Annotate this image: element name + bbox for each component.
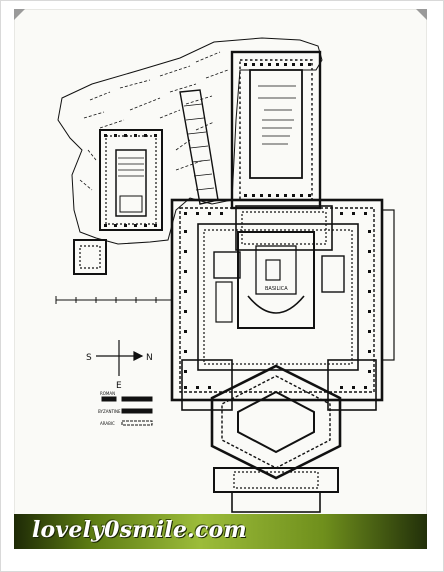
legend-byzantine-label: BYZANTINE: [98, 409, 121, 414]
basilica-label: BASILICA: [265, 286, 288, 292]
rock-outline: [57, 37, 323, 245]
legend-arabic-label: ARABIC: [100, 421, 115, 426]
hexagon-outer: [210, 364, 342, 480]
corner-mark-top-left: [14, 9, 25, 20]
column-row-main: [184, 212, 371, 389]
corner-mark-top-right: [416, 9, 427, 20]
legend: [101, 396, 153, 426]
column-row-left-enclosure: [104, 134, 157, 227]
compass-east: E: [116, 381, 122, 391]
column-row-hall-top: [244, 63, 311, 197]
legend-roman-label: ROMAN: [100, 391, 115, 396]
scale-bar: [55, 296, 173, 304]
watermark-text: lovely0smile.com: [32, 517, 247, 543]
watermark-band: [14, 514, 427, 549]
rock-texture: [79, 51, 229, 191]
compass-rose: [96, 340, 144, 376]
compass-north: N: [146, 353, 153, 363]
compass-south: S: [86, 353, 92, 363]
